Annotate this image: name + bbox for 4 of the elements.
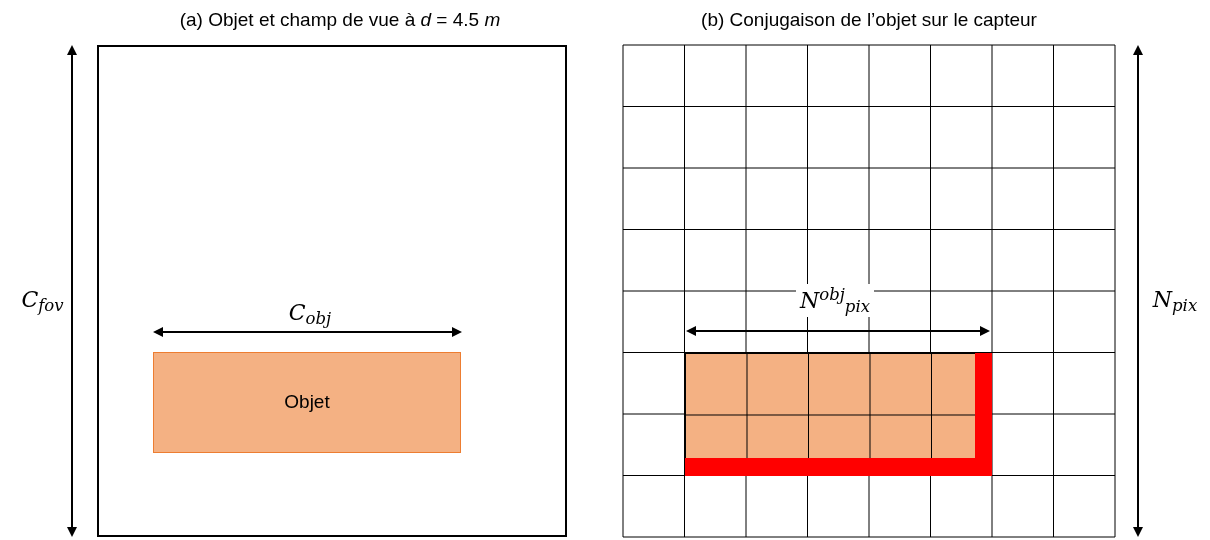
object-rectangle	[153, 352, 461, 453]
node-text: Objet	[284, 390, 330, 415]
object-image-region	[684, 352, 992, 476]
field-of-view-frame	[97, 45, 567, 537]
